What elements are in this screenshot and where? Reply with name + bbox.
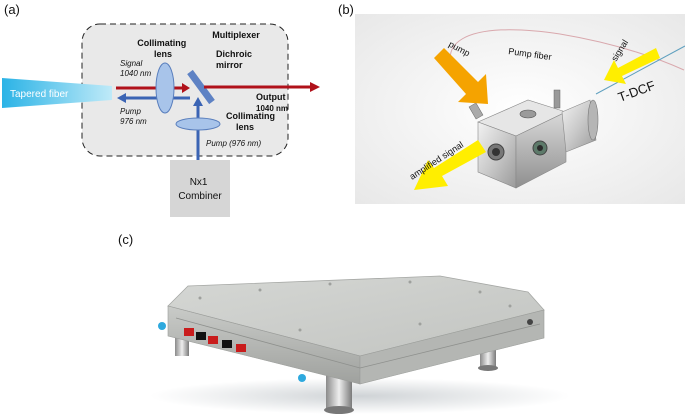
pump-input-arrowhead	[193, 97, 203, 106]
pump-return-arrowhead	[117, 93, 126, 103]
signal-arrow	[604, 48, 660, 84]
plate-screws	[198, 280, 512, 332]
tapered-fiber-shape	[2, 78, 112, 108]
pump-arrow	[434, 48, 488, 104]
collimating-lens-2	[175, 117, 221, 131]
pump-lower-label: Pump (976 nm)	[206, 139, 261, 148]
signal-arrowhead	[182, 83, 190, 93]
pump-wavelength-label: Pump 976 nm	[120, 107, 147, 126]
plate-side-port	[527, 319, 533, 325]
plate-connectors	[158, 322, 306, 382]
combiner-box	[170, 160, 230, 217]
multiplexer-diagram: Multiplexer Tapered fiber Collimating le…	[2, 23, 320, 217]
dichroic-mirror	[187, 69, 215, 105]
plate-right-side	[359, 309, 545, 385]
panel-label-a: (a)	[4, 2, 20, 17]
signal-wavelength-label: Signal 1040 nm	[120, 59, 151, 78]
dichroic-mirror-label: Dichroic mirror	[216, 49, 255, 70]
combiner-label: Nx1 Combiner	[178, 177, 222, 202]
amplified-signal-arrow	[414, 140, 486, 190]
multiplexer-photo: pump Pump fiber signal T-DCF amplified s…	[355, 14, 685, 204]
collimating-lens-1-label: Collimating lens	[137, 38, 189, 59]
panel-label-c: (c)	[118, 232, 134, 247]
plate-shadow	[150, 378, 570, 414]
plate-photo	[145, 246, 585, 420]
t-dcf-fiber	[595, 45, 685, 95]
tapered-fiber-label: Tapered fiber	[10, 89, 69, 100]
panel-label-b: (b)	[338, 2, 354, 17]
output-arrowhead	[310, 82, 320, 92]
output-label: Output 1040 nm	[256, 92, 288, 113]
collimating-lens-1	[155, 62, 175, 114]
multiplexer-device	[468, 89, 599, 189]
collimating-lens-2-label: Collimating lens	[226, 111, 278, 132]
multiplexer-title: Multiplexer	[212, 30, 260, 40]
